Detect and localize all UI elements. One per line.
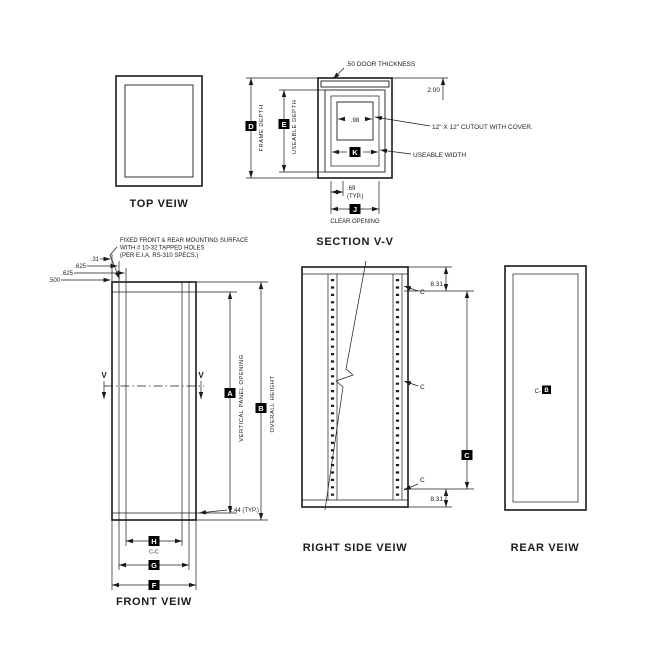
front-view-bottom-dims: H C-C G F <box>111 520 197 590</box>
dim-69-and-j: .69 (TYP.) J CLEAR OPENING <box>330 181 380 225</box>
useable-width-note: USEABLE WIDTH <box>413 152 466 159</box>
rear-center-prefix: C- <box>535 389 541 395</box>
dim-e-useable-depth: E USEABLE DEPTH <box>278 89 325 173</box>
letter-box-c <box>461 450 473 460</box>
letter-box-h <box>148 536 160 546</box>
dim-98: .98 <box>338 116 372 124</box>
dim-2-00: 2.00 <box>427 87 440 94</box>
overall-height-label: OVERALL HEIGHT <box>270 375 276 432</box>
letter-box-a <box>224 388 236 398</box>
dim-69-typ: (TYP.) <box>347 194 364 200</box>
door-thickness-note: .50 DOOR THICKNESS <box>346 61 416 68</box>
section-leaders: .50 DOOR THICKNESS 2.00 12" X 12" CUTOUT… <box>332 61 533 159</box>
dim-98-text: .98 <box>351 118 360 124</box>
note-line2: WITH # 10-32 TAPPED HOLES <box>120 246 204 252</box>
letter-box-d <box>245 121 257 131</box>
rear-letter-b: B <box>544 388 549 394</box>
letter-h: H <box>151 537 156 546</box>
right-side-outline <box>301 266 409 508</box>
dim-8-31-top: 8.31 <box>404 266 474 292</box>
section-marker-right: V <box>198 371 204 380</box>
frame-depth-label: FRAME DEPTH <box>259 104 265 151</box>
useable-depth-label: USEABLE DEPTH <box>292 100 298 155</box>
front-view-body <box>111 281 197 521</box>
letter-k: K <box>352 148 358 157</box>
note-line3: (PER E.I.A. RS-310 SPECS.) <box>120 253 198 259</box>
right-side-body <box>301 260 409 511</box>
section-cutout <box>336 101 374 141</box>
rear-view-title: REAR VEIW <box>511 542 580 554</box>
hole-label-bottom: C <box>420 477 425 484</box>
dim-a-vertical-panel-opening: A VERTICAL PANEL OPENING <box>196 291 245 514</box>
dim-k-useable-width: K <box>332 147 378 157</box>
section-marker-left: V <box>101 371 107 380</box>
dim-b-overall-height: B OVERALL HEIGHT <box>196 281 276 521</box>
section-frame <box>317 77 393 179</box>
note-line1: FIXED FRONT & REAR MOUNTING SURFACE <box>120 238 248 244</box>
rear-view: C- B REAR VEIW <box>504 265 587 554</box>
hole-label-mid: C <box>420 384 425 391</box>
dim-69-text: .69 <box>347 186 356 192</box>
letter-box-g <box>148 560 160 570</box>
letter-d: D <box>248 122 254 131</box>
cutout-note: 12" X 12" CUTOUT WITH COVER. <box>432 124 533 131</box>
hole-label-top: C <box>420 289 425 296</box>
right-side-view: C C C 8.31 8.31 C RIGHT SIDE VEIW <box>301 260 474 554</box>
letter-box-b <box>255 403 267 413</box>
front-view-outline <box>111 281 197 521</box>
rear-letter-box-b <box>542 385 551 394</box>
dim-8-31-bottom: 8.31 <box>404 488 474 508</box>
clear-opening-label: CLEAR OPENING <box>330 219 380 225</box>
right-side-view-title: RIGHT SIDE VEIW <box>303 542 408 554</box>
cc-label: C-C <box>149 550 159 556</box>
letter-a: A <box>227 389 233 398</box>
dim-d-frame-depth: D FRAME DEPTH <box>245 77 318 179</box>
vertical-panel-opening-label: VERTICAL PANEL OPENING <box>239 354 245 441</box>
letter-box-e <box>278 119 290 129</box>
letter-box-j <box>349 204 361 214</box>
section-cut-markers: V V <box>101 371 204 399</box>
dim-8-31-top-text: 8.31 <box>430 281 443 288</box>
dim-625b-text: .625 <box>61 271 73 277</box>
dim-2-44: 2.44 (TYP.) <box>198 508 259 515</box>
letter-j: J <box>353 205 357 214</box>
letter-f: F <box>152 581 157 590</box>
section-view: .50 DOOR THICKNESS 2.00 12" X 12" CUTOUT… <box>245 61 533 248</box>
front-view-notes: FIXED FRONT & REAR MOUNTING SURFACE WITH… <box>109 238 248 280</box>
letter-c: C <box>464 451 470 460</box>
break-line <box>324 260 367 511</box>
top-view: TOP VEIW <box>115 75 203 210</box>
right-side-hole-callouts: C C C <box>403 285 425 491</box>
rear-view-outline <box>504 265 587 511</box>
letter-b: B <box>258 404 264 413</box>
front-view: FIXED FRONT & REAR MOUNTING SURFACE WITH… <box>48 238 276 608</box>
letter-g: G <box>151 561 157 570</box>
dim-2-44-text: 2.44 (TYP.) <box>229 508 259 514</box>
letter-box-f <box>148 580 160 590</box>
rear-center-callout: C- B <box>535 385 551 395</box>
dim-500-text: .500 <box>48 278 60 284</box>
top-view-inner-panel <box>124 84 194 178</box>
rear-view-inner-panel <box>512 273 579 503</box>
top-view-outline <box>115 75 203 187</box>
letter-box-k <box>349 147 361 157</box>
dim-625a-text: .625 <box>74 264 86 270</box>
dim-8-31-bottom-text: 8.31 <box>430 496 443 503</box>
section-view-title: SECTION V-V <box>316 236 393 248</box>
dim-31-text: .31 <box>91 257 100 263</box>
section-door <box>320 80 390 88</box>
top-view-title: TOP VEIW <box>130 198 189 210</box>
dim-c-hole-span: C <box>461 291 473 489</box>
front-view-top-dims: .31 .625 .625 .500 <box>48 254 127 284</box>
letter-e: E <box>281 120 286 129</box>
front-view-title: FRONT VEIW <box>116 596 192 608</box>
